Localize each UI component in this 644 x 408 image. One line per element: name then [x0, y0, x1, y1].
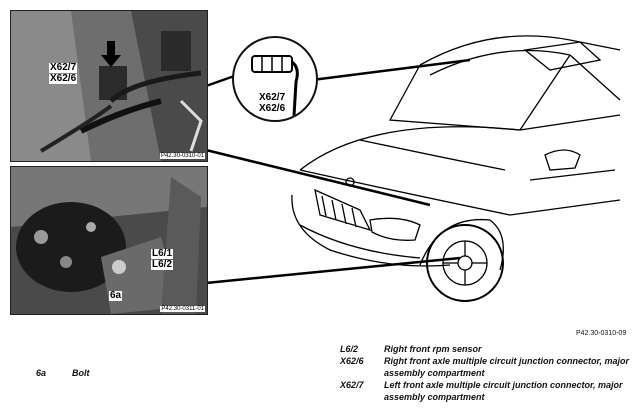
circle-label-x62-6: X62/6: [259, 103, 286, 114]
car-illustration: [291, 35, 621, 302]
connector-detail-illustration: [251, 55, 299, 117]
label-l6-2: L6/2: [151, 259, 174, 270]
photo-top-ref: P42.30-0310-01: [159, 153, 205, 159]
photo-bottom-illustration: [11, 167, 207, 314]
label-l6-1: L6/1: [151, 248, 174, 259]
legend-code-6a: 6a: [36, 368, 47, 378]
photo-bottom-ref: P42.30-0311-01: [160, 306, 205, 312]
legend-text-x62-7: Left front axle multiple circuit junctio…: [384, 380, 623, 402]
photo-top-illustration: [11, 11, 207, 161]
label-x62-7: X62/7: [49, 62, 78, 73]
legend-code-l6-2: L6/2: [340, 344, 359, 354]
legend-text-x62-6: Right front axle multiple circuit juncti…: [384, 356, 630, 378]
circle-label-x62-7: X62/7: [259, 92, 286, 103]
photo-top-connectors: X62/7 X62/6 P42.30-0310-01: [10, 10, 208, 162]
legend-text-l6-2: Right front rpm sensor: [384, 344, 482, 354]
legend-code-x62-6: X62/6: [340, 356, 364, 366]
legend-code-x62-7: X62/7: [340, 380, 364, 390]
figure-reference: P42.30-0310-09: [576, 330, 627, 337]
label-x62-6: X62/6: [49, 73, 78, 84]
legend-text-6a: Bolt: [72, 368, 90, 378]
detail-circle-connector: X62/7 X62/6: [232, 36, 318, 122]
photo-bottom-sensor: L6/1 L6/2 6a P42.30-0311-01: [10, 166, 208, 315]
label-6a: 6a: [109, 290, 123, 301]
